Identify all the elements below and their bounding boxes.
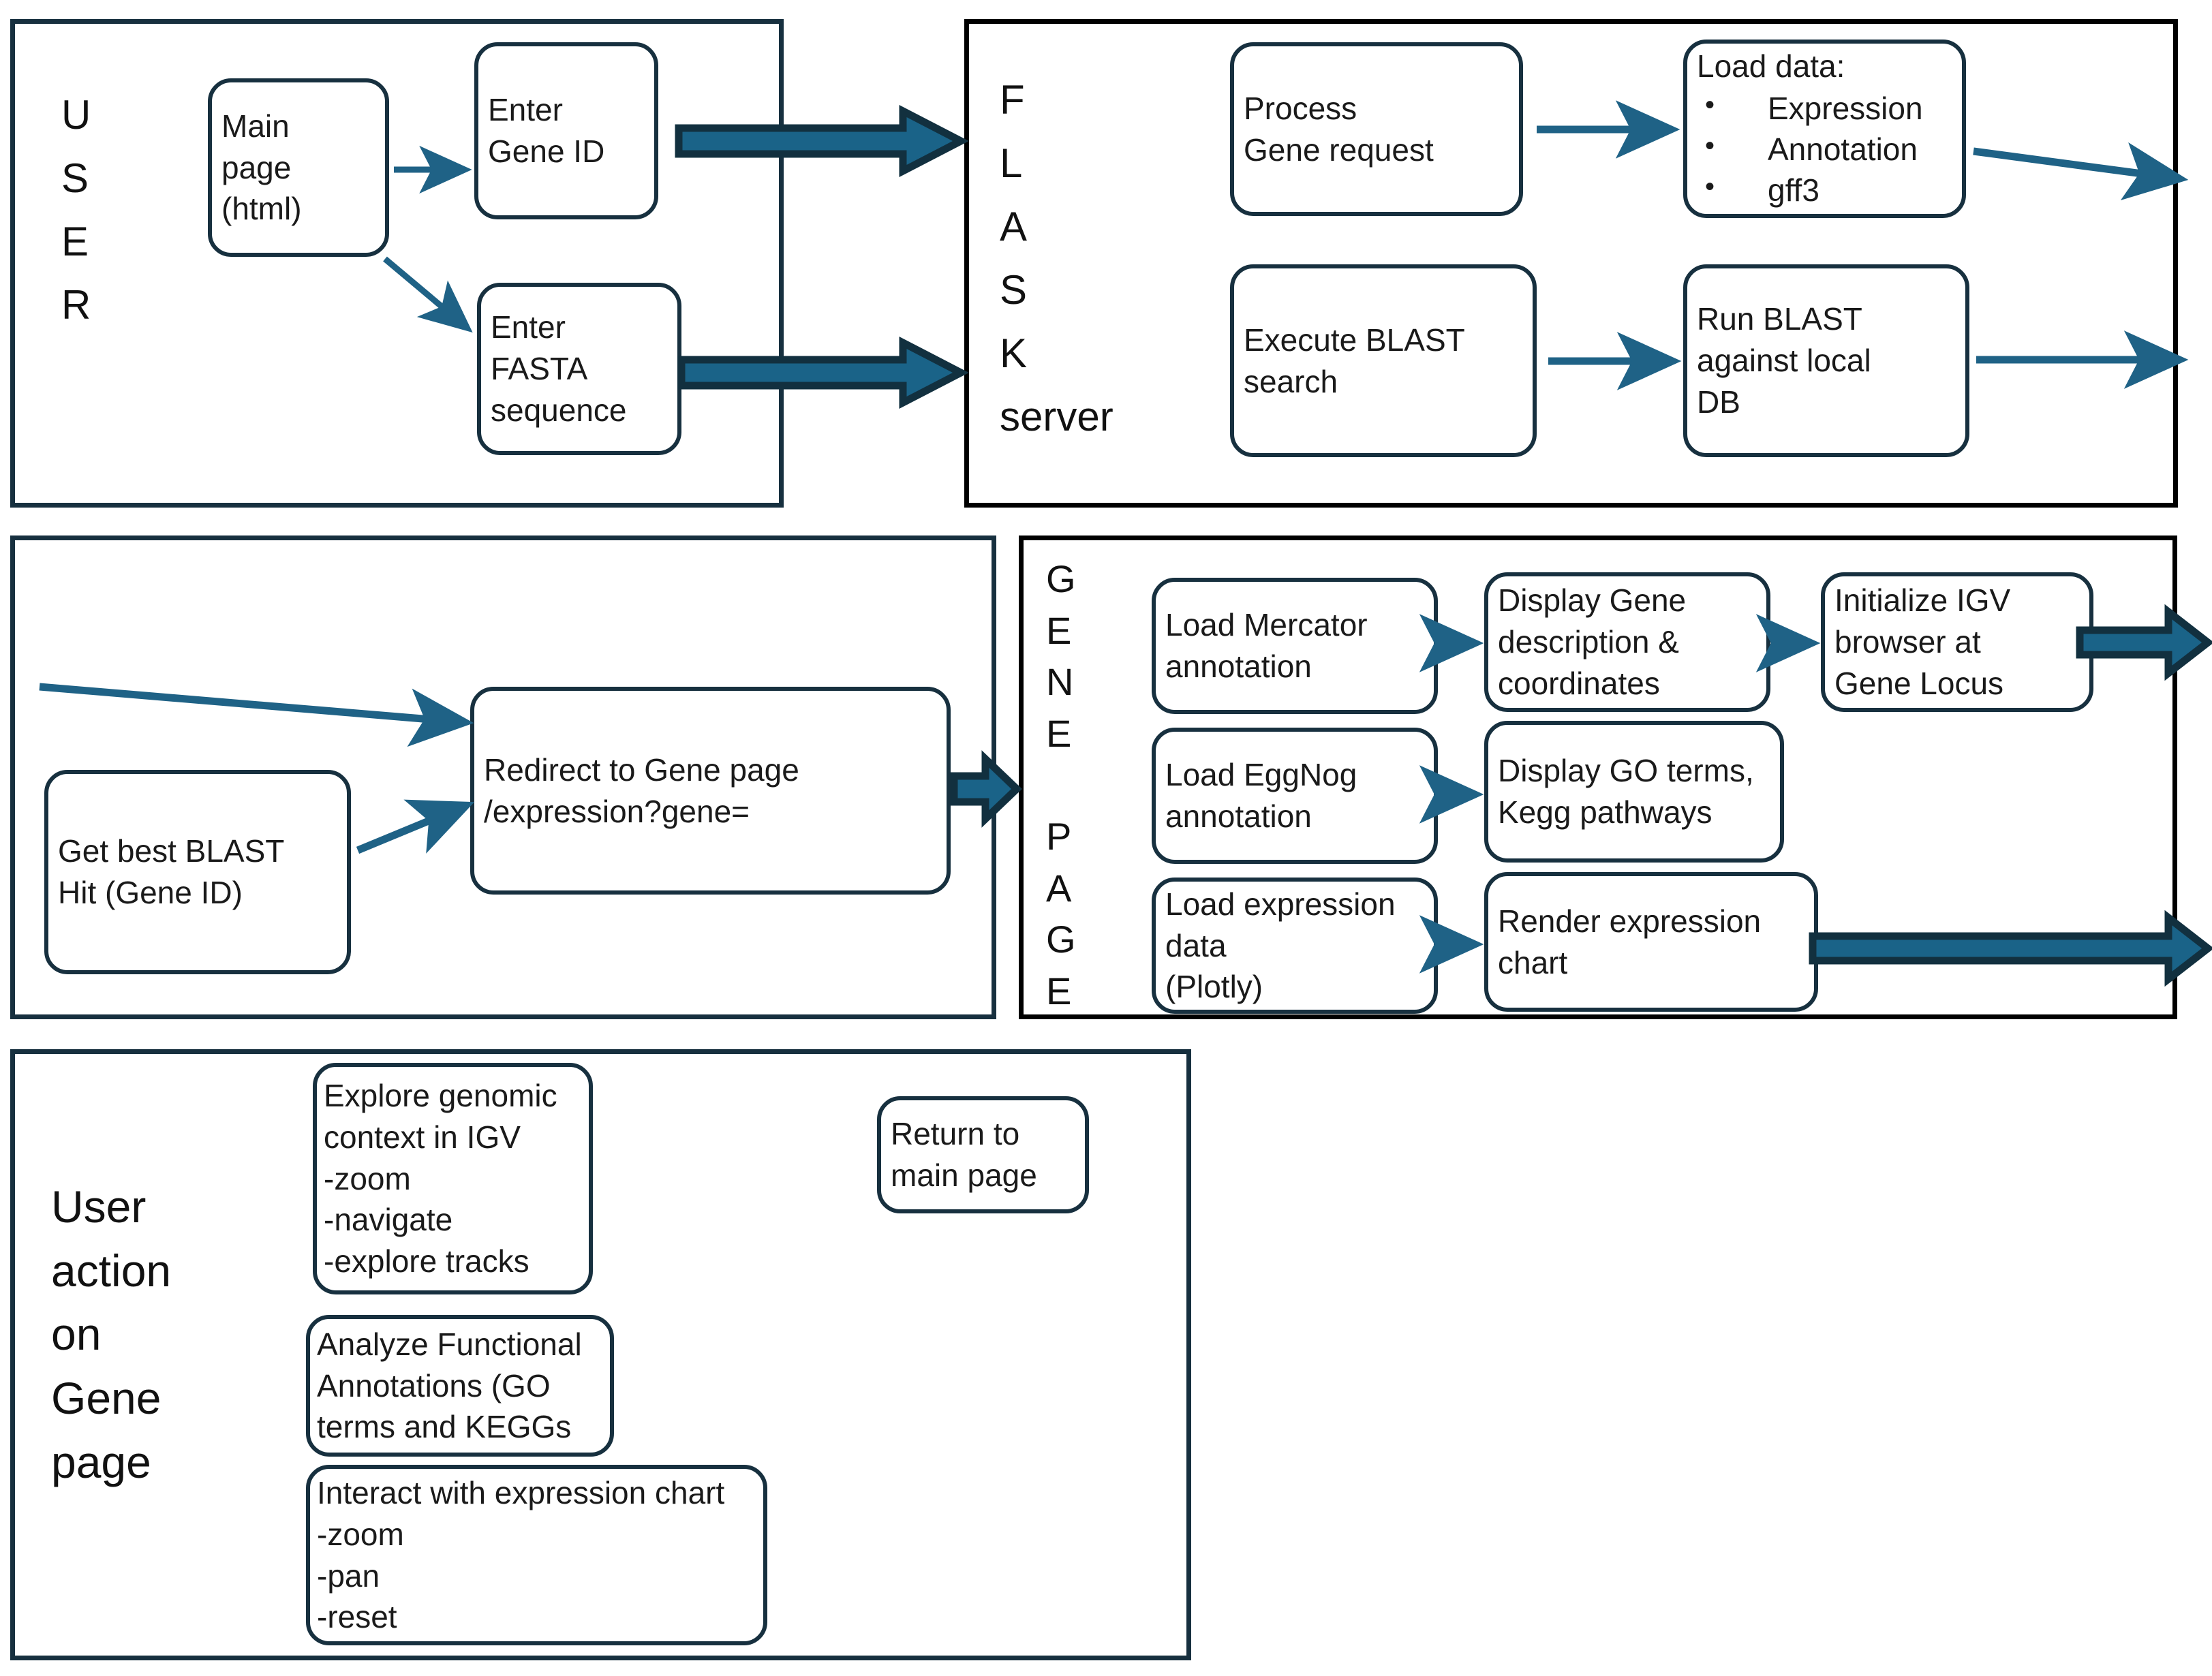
list-item: Annotation — [1697, 128, 1952, 170]
panel-gene-page-label: G E N E P A G E — [1046, 557, 1076, 1012]
box-load-eggnog-annotation[interactable]: Load EggNog annotation — [1152, 728, 1438, 864]
box-load-mercator-annotation-label: Load Mercator annotation — [1165, 607, 1368, 684]
box-load-expression-data-label: Load expression data (Plotly) — [1165, 886, 1396, 1005]
box-return-to-main-page[interactable]: Return to main page — [877, 1096, 1089, 1213]
box-main-page-label: Main page (html) — [221, 108, 302, 227]
box-execute-blast-search[interactable]: Execute BLAST search — [1230, 264, 1537, 457]
box-analyze-functional-annotations[interactable]: Analyze Functional Annotations (GO terms… — [306, 1315, 614, 1457]
box-explore-genomic-context-label: Explore genomic context in IGV -zoom -na… — [324, 1078, 557, 1279]
box-main-page[interactable]: Main page (html) — [208, 78, 389, 257]
list-item: gff3 — [1697, 169, 1952, 211]
box-display-gene-description-label: Display Gene description & coordinates — [1498, 583, 1687, 701]
box-initialize-igv-browser-label: Initialize IGV browser at Gene Locus — [1834, 583, 2011, 701]
box-enter-fasta-sequence[interactable]: Enter FASTA sequence — [477, 283, 681, 455]
panel-user-action-label: User action on Gene page — [51, 1181, 172, 1487]
box-enter-gene-id-label: Enter Gene ID — [488, 92, 605, 169]
box-load-data-content: Load data: Expression Annotation gff3 — [1687, 46, 1962, 211]
panel-user-label: U S E R — [61, 92, 91, 328]
box-explore-genomic-context[interactable]: Explore genomic context in IGV -zoom -na… — [313, 1063, 593, 1294]
box-return-to-main-page-label: Return to main page — [891, 1116, 1037, 1193]
box-analyze-functional-annotations-label: Analyze Functional Annotations (GO terms… — [317, 1326, 582, 1445]
box-interact-with-expression-chart-label: Interact with expression chart -zoom -pa… — [317, 1475, 725, 1635]
box-run-blast-local-db-label: Run BLAST against local DB — [1697, 301, 1871, 420]
box-render-expression-chart[interactable]: Render expression chart — [1484, 872, 1818, 1012]
box-enter-gene-id[interactable]: Enter Gene ID — [474, 42, 658, 219]
box-display-go-terms[interactable]: Display GO terms, Kegg pathways — [1484, 721, 1784, 863]
box-execute-blast-search-label: Execute BLAST search — [1244, 322, 1465, 399]
panel-flask-server — [964, 19, 2178, 508]
box-enter-fasta-sequence-label: Enter FASTA sequence — [491, 309, 627, 428]
box-get-best-blast-hit[interactable]: Get best BLAST Hit (Gene ID) — [44, 770, 351, 974]
box-redirect-to-gene-page-label: Redirect to Gene page /expression?gene= — [484, 751, 799, 829]
box-display-go-terms-label: Display GO terms, Kegg pathways — [1498, 753, 1754, 830]
panel-flask-label: F L A S K server — [1000, 77, 1113, 439]
box-process-gene-request-label: Process Gene request — [1244, 90, 1434, 168]
box-process-gene-request[interactable]: Process Gene request — [1230, 42, 1523, 216]
box-display-gene-description[interactable]: Display Gene description & coordinates — [1484, 572, 1770, 712]
box-get-best-blast-hit-label: Get best BLAST Hit (Gene ID) — [58, 833, 285, 910]
box-interact-with-expression-chart[interactable]: Interact with expression chart -zoom -pa… — [306, 1465, 767, 1645]
box-render-expression-chart-label: Render expression chart — [1498, 903, 1762, 980]
box-load-mercator-annotation[interactable]: Load Mercator annotation — [1152, 578, 1438, 714]
box-redirect-to-gene-page[interactable]: Redirect to Gene page /expression?gene= — [470, 687, 951, 895]
list-item: Expression — [1697, 87, 1952, 129]
box-load-eggnog-annotation-label: Load EggNog annotation — [1165, 757, 1357, 834]
box-run-blast-local-db[interactable]: Run BLAST against local DB — [1683, 264, 1969, 457]
box-load-data-heading: Load data: — [1697, 48, 1845, 84]
load-data-list: Expression Annotation gff3 — [1697, 87, 1952, 211]
box-load-data[interactable]: Load data: Expression Annotation gff3 — [1683, 40, 1966, 218]
box-load-expression-data[interactable]: Load expression data (Plotly) — [1152, 878, 1438, 1014]
box-initialize-igv-browser[interactable]: Initialize IGV browser at Gene Locus — [1821, 572, 2093, 712]
